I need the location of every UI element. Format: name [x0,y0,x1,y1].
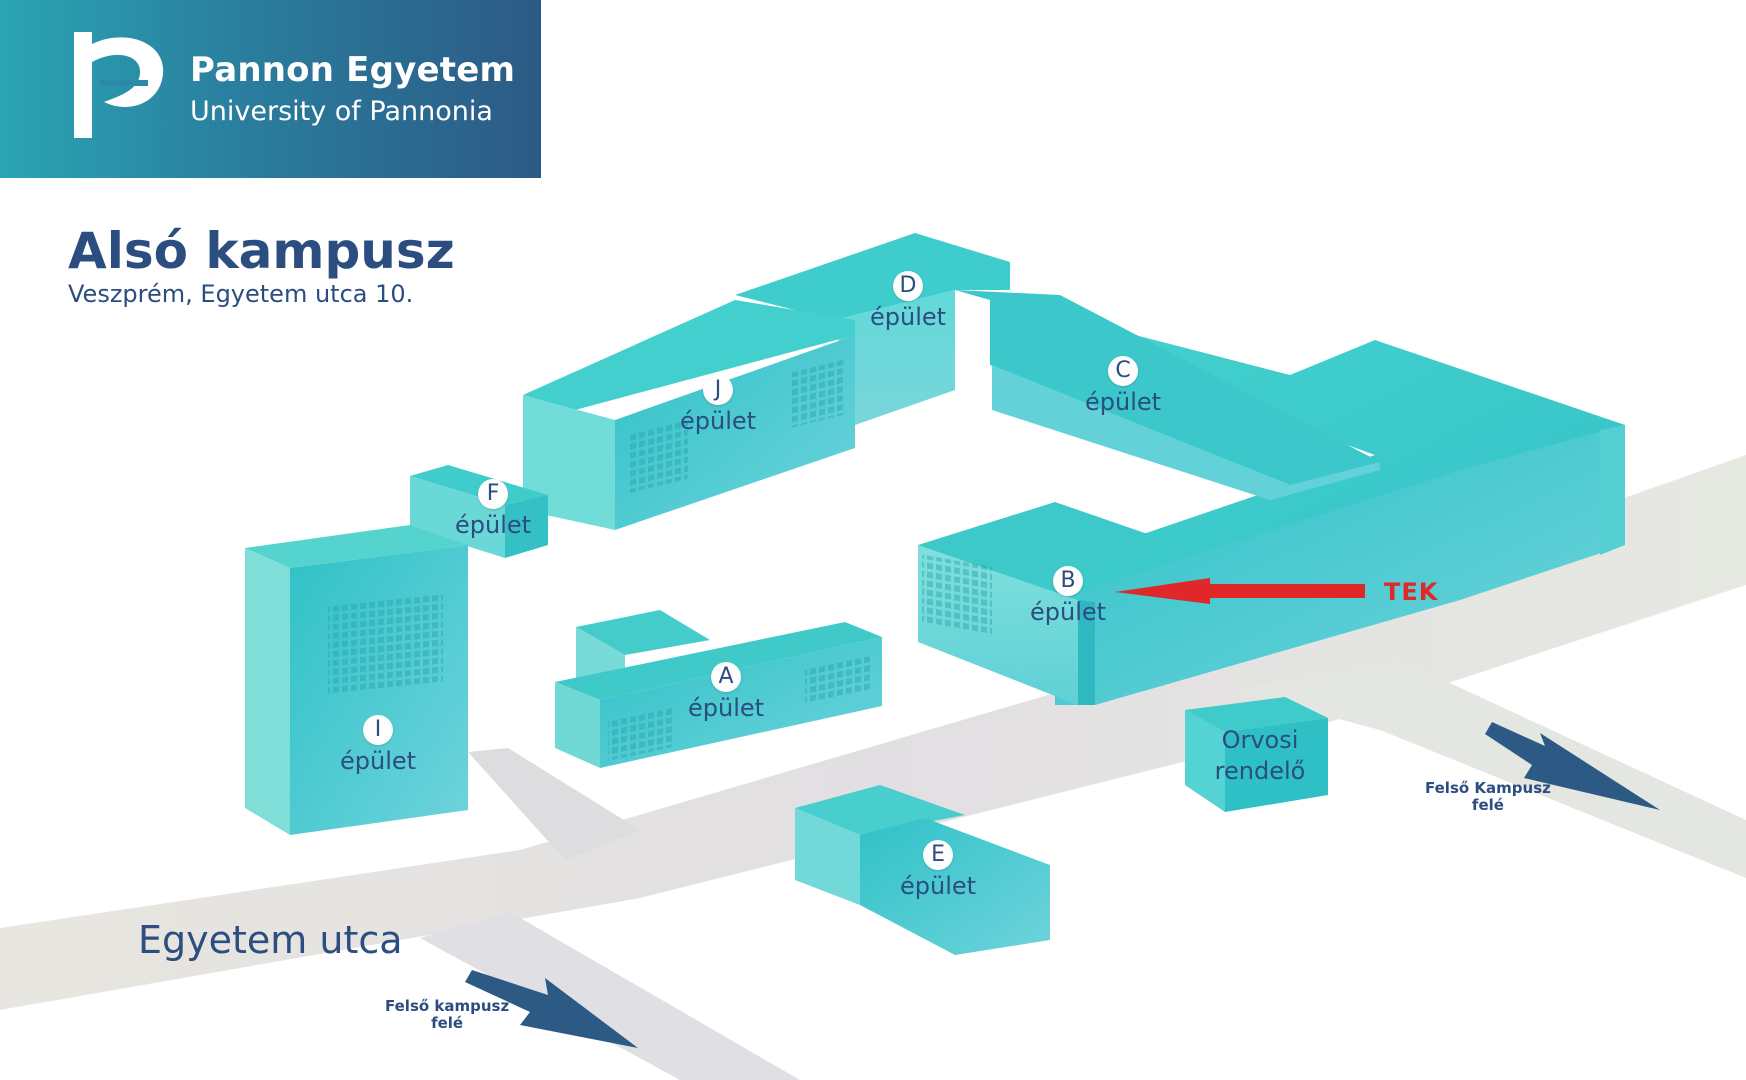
direction-arrow-right [1485,722,1660,810]
building-i-shape [245,525,468,835]
clinic-label-line1: Orvosi [1221,726,1299,754]
building-word-j: épület [680,407,757,435]
direction-arrow-bottom [465,970,638,1048]
direction-right-line2: felé [1471,796,1504,814]
roads [0,455,1746,1080]
direction-bottom-line2: felé [431,1014,464,1032]
campus-title: Alsó kampusz [68,222,455,280]
building-label-c[interactable]: C épület [1085,356,1161,416]
building-badge-f: F [478,479,509,509]
brand-subtitle: University of Pannonia [190,96,493,127]
building-label-a[interactable]: A épület [688,662,764,722]
building-e-shape [795,785,1050,955]
clinic-label-line2: rendelő [1214,757,1306,785]
building-word-e: épület [900,872,977,900]
street-name: Egyetem utca [138,918,403,962]
building-word-i: épület [340,747,417,775]
building-badge-d: D [893,271,924,301]
building-word-b: épület [1030,598,1107,626]
direction-right-line1: Felső Kampusz [1425,779,1551,797]
building-word-a: épület [688,694,765,722]
building-b-shape [918,502,1165,705]
clinic-building-shape [1185,697,1328,812]
building-label-d[interactable]: D épület [870,271,946,331]
pannon-logo-icon [74,32,164,138]
tek-marker-label[interactable]: TEK [1384,578,1439,606]
building-label-j[interactable]: J épület [680,375,756,435]
building-badge-c: C [1108,356,1139,386]
clinic-label[interactable]: Orvosi rendelő [1200,725,1320,787]
direction-bottom-line1: Felső kampusz [385,997,510,1015]
tek-marker-arrow [1115,578,1365,604]
building-complex-djc [523,233,1625,705]
building-label-i[interactable]: I épület [340,715,416,775]
building-label-e[interactable]: E épület [900,840,976,900]
building-a-shape [555,610,882,768]
building-label-b[interactable]: B épület [1030,566,1106,626]
building-word-c: épület [1085,388,1162,416]
building-word-d: épület [870,303,947,331]
building-label-f[interactable]: F épület [455,479,531,539]
header-banner: Pannon Egyetem University of Pannonia [0,0,541,178]
building-badge-j: J [703,375,734,405]
building-badge-i: I [363,715,394,745]
building-word-f: épület [455,511,532,539]
campus-address: Veszprém, Egyetem utca 10. [68,280,414,308]
direction-label-right: Felső Kampusz felé [1425,780,1551,814]
side-road-bottom [420,912,800,1080]
direction-label-bottom: Felső kampusz felé [385,998,509,1032]
building-badge-e: E [923,840,954,870]
building-f-shape [410,465,548,558]
egyetem-utca-road [0,455,1746,1010]
building-badge-a: A [711,662,742,692]
building-badge-b: B [1053,566,1084,596]
side-road-left [468,748,640,860]
side-road-right [1230,660,1746,878]
brand-name: Pannon Egyetem [190,50,516,90]
